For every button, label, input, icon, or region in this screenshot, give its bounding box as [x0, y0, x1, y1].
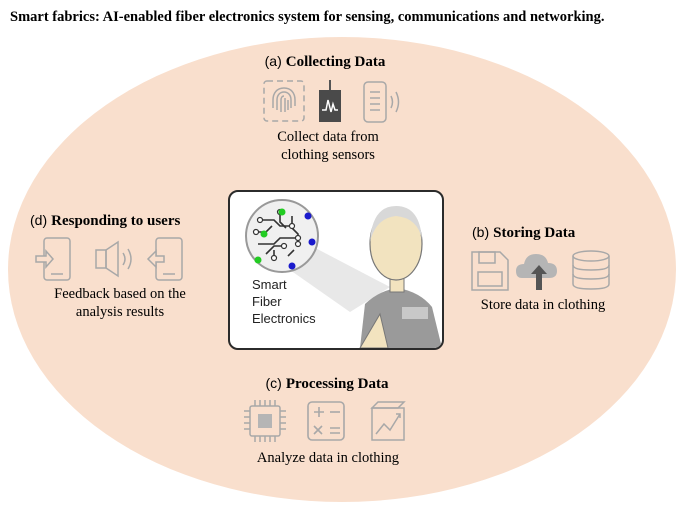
responding-desc: Feedback based on the analysis results	[30, 285, 210, 321]
responding-desc-line1: Feedback based on the	[54, 286, 186, 302]
responding-icons-svg	[35, 237, 183, 281]
section-responding: (d)Responding to users	[30, 212, 205, 230]
label-line3: Electronics	[252, 311, 316, 326]
label-line1: Smart	[252, 277, 287, 292]
chart-icon	[370, 401, 406, 441]
calculator-icon	[307, 401, 345, 441]
node-green-2	[260, 230, 268, 238]
storing-letter: (b)	[472, 224, 490, 240]
database-icon	[572, 250, 610, 290]
storing-icons-svg	[471, 250, 610, 291]
responding-heading: (d)Responding to users	[30, 212, 205, 230]
cloud-upload-icon	[516, 254, 557, 290]
node-blue-2	[308, 238, 316, 246]
phone-send-icon	[35, 237, 71, 281]
responding-title: Responding to users	[51, 213, 181, 229]
collecting-icons	[262, 78, 412, 124]
collecting-title: Collecting Data	[285, 54, 386, 70]
storing-desc-line1: Store data in clothing	[480, 297, 606, 313]
storing-desc: Store data in clothing	[468, 296, 618, 314]
person-circuit-svg	[245, 199, 442, 348]
processing-letter: (c)	[265, 375, 282, 391]
wearable-band-icon	[363, 81, 400, 123]
section-collecting: (a)Collecting Data	[250, 53, 400, 71]
fingerprint-icon	[263, 80, 305, 122]
zoom-connector	[290, 240, 390, 312]
storing-title: Storing Data	[493, 225, 576, 241]
section-processing: (c)Processing Data	[252, 375, 402, 393]
node-green-3	[254, 256, 262, 264]
figure-title: Smart fabrics: AI-enabled fiber electron…	[10, 9, 605, 25]
speaker-icon	[95, 240, 132, 278]
smart-fiber-illustration: Smart Fiber Electronics	[228, 190, 444, 350]
storing-heading: (b)Storing Data	[472, 224, 602, 242]
processing-title: Processing Data	[285, 376, 389, 392]
section-storing: (b)Storing Data	[472, 224, 602, 242]
responding-desc-line2: analysis results	[75, 304, 165, 320]
circuit-circle-icon	[245, 199, 319, 273]
collecting-icons-svg	[263, 80, 400, 123]
phone-receive-icon	[146, 237, 183, 281]
chip-icon	[244, 400, 286, 442]
person-figure	[359, 206, 442, 348]
floppy-disk-icon	[471, 251, 509, 291]
node-green-1	[278, 208, 286, 216]
label-line2: Fiber	[252, 294, 282, 309]
smart-fiber-label: Smart Fiber Electronics	[252, 276, 316, 327]
processing-heading: (c)Processing Data	[252, 375, 402, 393]
collecting-heading: (a)Collecting Data	[250, 53, 400, 71]
sensor-device-icon	[319, 80, 341, 122]
processing-icons	[244, 398, 414, 444]
processing-desc: Analyze data in clothing	[240, 449, 416, 467]
node-blue-1	[304, 212, 312, 220]
processing-icons-svg	[244, 400, 406, 442]
collecting-desc-line2: clothing sensors	[281, 147, 375, 163]
collecting-desc: Collect data from clothing sensors	[250, 128, 406, 164]
processing-desc-line1: Analyze data in clothing	[256, 450, 400, 466]
responding-letter: (d)	[30, 212, 48, 228]
storing-icons	[470, 248, 620, 292]
collecting-letter: (a)	[264, 53, 282, 69]
responding-icons	[34, 236, 194, 282]
node-blue-3	[288, 262, 296, 270]
collecting-desc-line1: Collect data from	[277, 129, 379, 145]
